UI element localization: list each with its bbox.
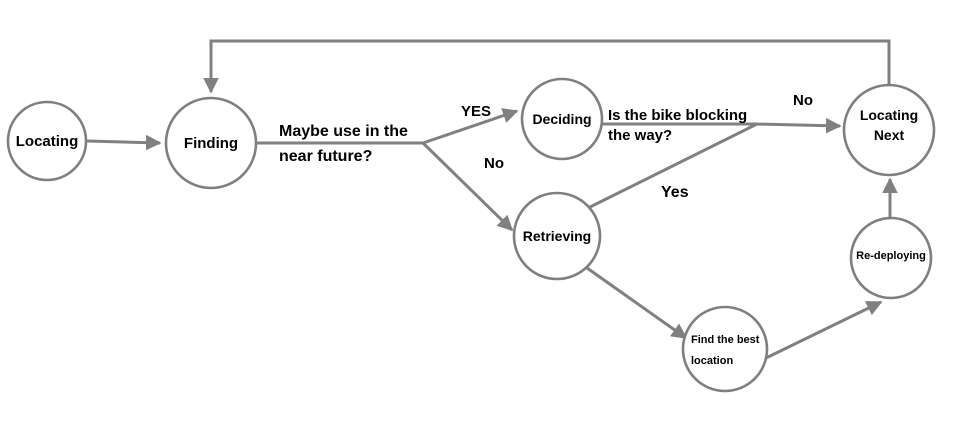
edge-label-yes-upper: YES [461, 103, 492, 120]
node-retrieving[interactable] [512, 191, 602, 281]
edge-junction-to-locating-next [754, 117, 842, 134]
edge-label-no-lower: No [484, 155, 504, 172]
node-locating[interactable] [6, 100, 88, 182]
edge-split-to-retrieving [421, 141, 514, 232]
nodes-layer [6, 77, 936, 393]
node-finding[interactable] [164, 96, 258, 190]
node-deciding[interactable] [520, 77, 604, 161]
node-find-best[interactable] [681, 305, 769, 393]
edge-retrieving-to-find-best [586, 266, 688, 340]
edge-split-to-deciding [422, 108, 519, 145]
edge-label-yes-diagonal: Yes [661, 184, 689, 201]
edges-layer [86, 39, 898, 360]
edge-locating-next-feedback-to-finding [203, 39, 891, 94]
edge-label-maybe-use: Maybe use in the near future? [279, 123, 408, 165]
edge-locating-to-finding [86, 134, 162, 151]
node-re-deploying[interactable] [849, 216, 933, 300]
edge-label-bike-blocking: Is the bike blocking the way? [608, 107, 748, 145]
edge-retrieving-to-junction [587, 122, 758, 210]
edge-label-no-right: No [793, 92, 813, 109]
node-locating-next[interactable] [842, 83, 936, 177]
edge-find-best-to-re-deploying [765, 300, 883, 360]
